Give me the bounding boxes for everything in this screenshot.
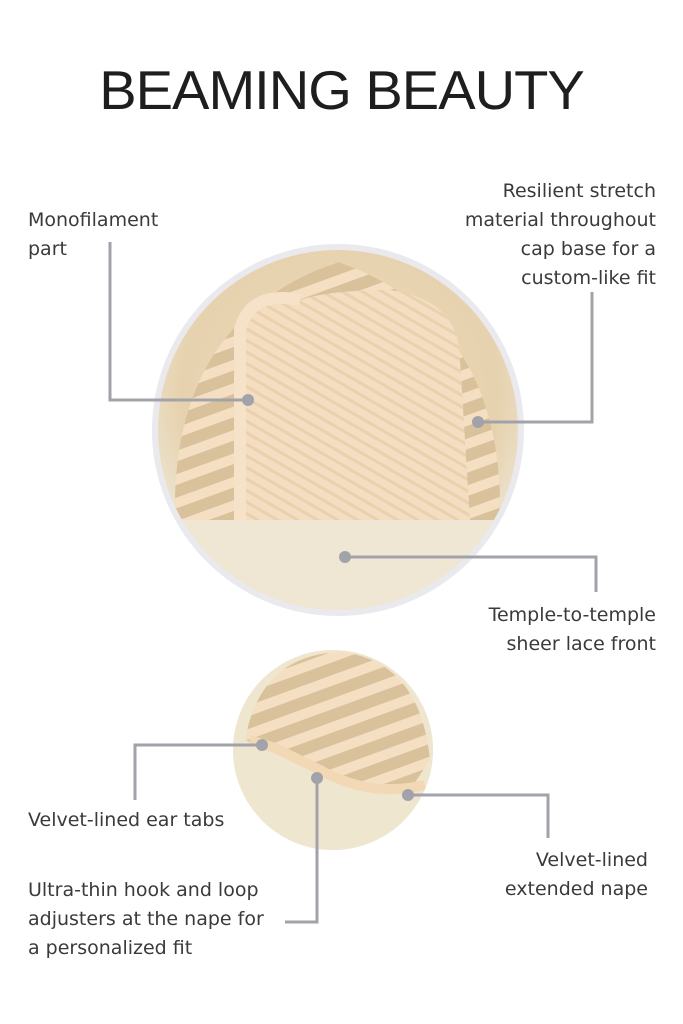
product-title: BEAMING BEAUTY — [99, 59, 585, 121]
callout-line: material throughout — [464, 209, 656, 231]
marker-dot — [472, 416, 484, 428]
callout-nape: Velvet-lined extended nape — [505, 846, 648, 904]
marker-dot — [339, 551, 351, 563]
callout-line: sheer lace front — [506, 633, 656, 655]
callout-line: Ultra-thin hook and loop — [28, 879, 259, 901]
callout-line: adjusters at the nape for — [28, 908, 264, 930]
callout-line: Temple-to-temple — [488, 604, 656, 626]
leader-ear-tabs — [133, 743, 262, 800]
leader-nape — [408, 793, 550, 838]
marker-dot — [242, 394, 254, 406]
marker-dot — [311, 772, 323, 784]
callout-line: Resilient stretch — [502, 180, 656, 202]
callout-monofilament: Monofilament part — [28, 206, 158, 264]
callout-line: Velvet-lined — [535, 849, 648, 871]
leader-monofilament — [108, 242, 248, 402]
leader-lace-front — [345, 555, 598, 592]
leader-stretch — [478, 292, 594, 424]
callout-line: custom-like fit — [521, 267, 656, 289]
callout-line: cap base for a — [520, 238, 656, 260]
callout-line: a personalized fit — [28, 937, 193, 959]
callout-lace-front: Temple-to-temple sheer lace front — [489, 601, 656, 659]
callout-line: part — [28, 238, 67, 260]
callout-line: Velvet-lined ear tabs — [28, 809, 225, 831]
callout-ear-tabs: Velvet-lined ear tabs — [28, 806, 224, 835]
callout-line: Monofilament — [28, 209, 159, 231]
cap-back-view-image — [233, 650, 433, 850]
marker-dot — [256, 739, 268, 751]
callout-line: extended nape — [504, 878, 648, 900]
leader-adjusters — [285, 778, 319, 924]
callout-stretch: Resilient stretch material throughout ca… — [465, 177, 656, 293]
callout-adjusters: Ultra-thin hook and loop adjusters at th… — [28, 876, 264, 963]
marker-dot — [402, 789, 414, 801]
